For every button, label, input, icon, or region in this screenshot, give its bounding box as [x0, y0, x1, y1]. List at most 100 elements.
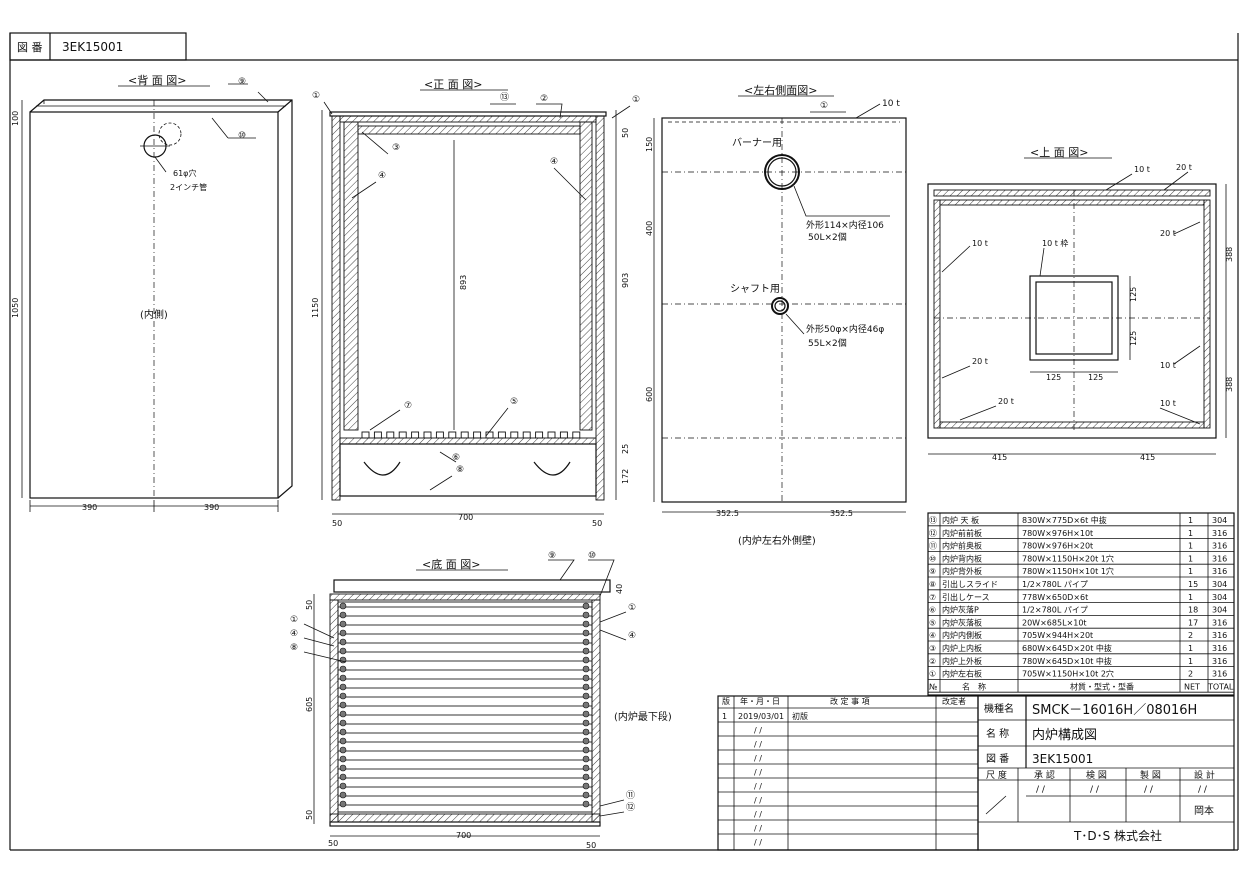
top-label-4: 10 t — [972, 239, 988, 248]
grate-pipe-end — [582, 728, 590, 736]
parts-cell-spec: 705W×1150H×10t 2穴 — [1022, 669, 1114, 679]
rev-row-date: 2019/03/01 — [738, 712, 784, 721]
title-block: 機種名 SMCK－16016H／08016H 名 称 内炉構成図 図 番 3EK… — [977, 695, 1235, 851]
front-balloon-7: ⑦ — [404, 401, 412, 411]
grate-pipe — [386, 431, 395, 439]
grate-pipe-end — [582, 692, 590, 700]
parts-cell-spec: 780W×1150H×20t 1穴 — [1022, 553, 1114, 563]
tb-name-label: 名 称 — [986, 727, 1009, 740]
parts-cell-net: 18 — [1188, 606, 1198, 615]
top-outer — [927, 183, 1217, 439]
parts-cell-net: 2 — [1188, 631, 1193, 640]
grate-pipe-end — [582, 656, 590, 664]
bottom-back-plate — [333, 579, 611, 593]
front-dim-width: 700 — [458, 513, 473, 522]
parts-cell-no: ② — [929, 657, 936, 666]
front-view: <正 面 図> 893 50 903 25 172 1150 700 50 50… — [311, 78, 640, 528]
parts-cell-no: ③ — [929, 644, 936, 653]
grate-pipe — [460, 431, 469, 439]
parts-cell-net: 15 — [1188, 580, 1198, 589]
parts-cell-total: 316 — [1212, 554, 1227, 563]
rev-row-desc: 初版 — [792, 711, 808, 721]
parts-cell-total: 304 — [1212, 516, 1227, 525]
side-dim-600: 600 — [645, 387, 654, 402]
bottom-balloon-9: ⑨ — [548, 551, 556, 561]
grate-pipe-end — [582, 629, 590, 637]
parts-cell-name: 内炉前前板 — [942, 528, 982, 538]
top-view-title: <上 面 図> — [1030, 146, 1088, 159]
grate-pipe-end — [582, 665, 590, 673]
grate-pipe-end — [582, 647, 590, 655]
grate-pipe — [423, 431, 432, 439]
parts-cell-total: 304 — [1212, 580, 1227, 589]
grate-pipe-end — [582, 602, 590, 610]
front-view-title: <正 面 図> — [424, 78, 482, 91]
bottom-dim-50b: 50 — [305, 810, 314, 820]
parts-cell-no: ⑩ — [929, 554, 936, 563]
tb-date-approve: / / — [1036, 785, 1046, 795]
parts-cell-name: 内炉左右板 — [942, 669, 982, 679]
grate-pipe-end — [582, 782, 590, 790]
back-balloon-9: ⑨ — [238, 77, 246, 87]
grate-pipe-end — [339, 611, 347, 619]
back-view-title: <背 面 図> — [128, 73, 186, 87]
parts-cell-net: 1 — [1188, 657, 1193, 666]
grate-pipe-end — [339, 710, 347, 718]
tb-designer: 岡本 — [1194, 804, 1214, 817]
grate-pipe-end — [339, 773, 347, 781]
rev-blank-date: / / — [754, 740, 762, 749]
grate-pipe-end — [339, 620, 347, 628]
bottom-view: <底 面 図> 50 605 50 40 700 50 50 (内炉最下段) ⑨… — [290, 551, 672, 850]
parts-cell-total: 316 — [1212, 631, 1227, 640]
bottom-dim-w700: 700 — [456, 831, 471, 840]
parts-cell-total: 316 — [1212, 529, 1227, 538]
top-dim-s1: 125 — [1129, 287, 1138, 302]
parts-cell-name: 内炉 天 板 — [942, 515, 979, 525]
parts-cell-name: 内炉灰落板 — [942, 617, 982, 627]
rev-blank-date: / / — [754, 754, 762, 763]
parts-cell-no: ⑦ — [929, 593, 936, 602]
parts-cell-name: 内炉背内板 — [942, 553, 982, 563]
parts-cell-name: 内炉灰落P — [942, 605, 979, 615]
side-panel — [661, 117, 907, 503]
front-dim-top: 50 — [621, 128, 630, 138]
grate-pipe-end — [582, 773, 590, 781]
parts-cell-total: 316 — [1212, 644, 1227, 653]
front-balloon-8: ⑧ — [456, 465, 464, 475]
top-label-5: 10 t 枠 — [1042, 238, 1068, 248]
parts-cell-no: ⑫ — [929, 529, 937, 538]
header-label: 図 番 — [17, 41, 43, 54]
rev-blank-date: / / — [754, 726, 762, 735]
bottom-balloon-12: ⑫ — [626, 802, 635, 813]
parts-header: TOTAL — [1207, 682, 1234, 691]
bottom-dim-40: 40 — [615, 584, 624, 594]
side-caption: (内炉左右外側壁) — [738, 534, 816, 547]
grate-pipe-end — [339, 755, 347, 763]
front-grate — [361, 431, 581, 439]
top-label-8: 20 t — [998, 397, 1014, 406]
side-view: <左右側面図> バーナー用 外形114×内径106 50L×2個 シャフト用 外… — [645, 83, 907, 547]
tb-model: SMCK－16016H／08016H — [1032, 703, 1197, 718]
rev-blank-date: / / — [754, 768, 762, 777]
back-dim-left: 390 — [82, 503, 97, 512]
bottom-dim-l50: 50 — [328, 839, 338, 848]
parts-cell-total: 304 — [1212, 606, 1227, 615]
rev-blank-date: / / — [754, 838, 762, 847]
grate-pipe — [435, 431, 444, 439]
parts-cell-name: 内炉前奥板 — [942, 541, 982, 551]
parts-cell-net: 1 — [1188, 529, 1193, 538]
burner-spec-1: 外形114×内径106 — [806, 219, 884, 231]
tb-no: 3EK15001 — [1032, 752, 1093, 766]
grate-pipe — [572, 431, 581, 439]
parts-cell-name: 内炉上内板 — [942, 643, 982, 653]
parts-cell-no: ⑪ — [929, 542, 937, 551]
shaft-spec-1: 外形50φ×内径46φ — [806, 323, 884, 335]
back-dim-right: 390 — [204, 503, 219, 512]
parts-cell-net: 1 — [1188, 567, 1193, 576]
bottom-balloon-1a: ① — [290, 615, 298, 625]
rev-blank-date: / / — [754, 810, 762, 819]
side-dim-w1: 352.5 — [716, 509, 739, 518]
parts-cell-total: 316 — [1212, 542, 1227, 551]
grate-pipe-end — [339, 683, 347, 691]
